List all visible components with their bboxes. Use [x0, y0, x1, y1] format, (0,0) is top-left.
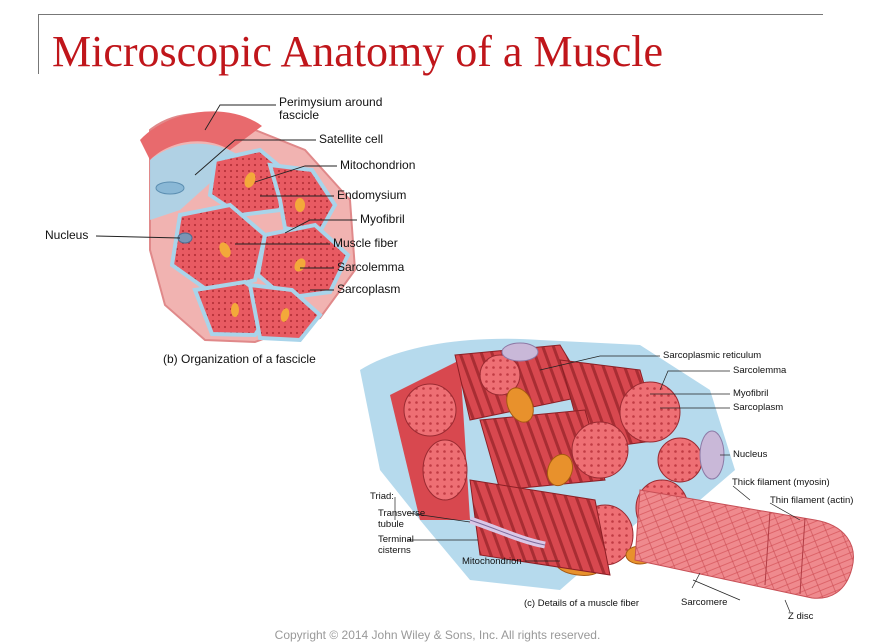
label-nucleus: Nucleus [45, 228, 89, 242]
label-sarcoplasmic-reticulum: Sarcoplasmic reticulum [663, 350, 762, 361]
fascicle-leader-lines [95, 104, 357, 291]
label-satellite-cell: Satellite cell [319, 132, 384, 146]
label-fiber-nucleus: Nucleus [733, 449, 768, 460]
caption-fascicle: (b) Organization of a fascicle [163, 352, 316, 366]
label-fiber-myofibril: Myofibril [733, 388, 769, 399]
fascicle-illustration [140, 111, 357, 344]
label-endomysium: Endomysium [337, 188, 407, 202]
label-transverse-tubule: Transverse [378, 508, 426, 519]
label-sarcolemma: Sarcolemma [337, 260, 405, 274]
label-terminal-cisterns-line2: cisterns [378, 545, 411, 556]
label-perimysium-line2: fascicle [279, 108, 320, 122]
copyright-footer: Copyright © 2014 John Wiley & Sons, Inc.… [274, 628, 601, 642]
slide-frame-left [38, 14, 39, 74]
label-triad: Triad: [370, 491, 394, 502]
label-thick-filament: Thick filament (myosin) [732, 477, 830, 488]
label-sarcomere: Sarcomere [681, 597, 728, 608]
label-thin-filament: Thin filament (actin) [770, 495, 854, 506]
label-myofibril: Myofibril [360, 212, 405, 226]
label-fiber-sarcolemma: Sarcolemma [733, 365, 787, 376]
label-perimysium: Perimysium around [279, 95, 383, 109]
fiber-leader-lines [394, 355, 801, 613]
label-muscle-fiber: Muscle fiber [333, 236, 398, 250]
label-fiber-sarcoplasm: Sarcoplasm [733, 402, 784, 413]
slide-frame-top [38, 14, 823, 15]
label-sarcoplasm: Sarcoplasm [337, 282, 401, 296]
slide-title: Microscopic Anatomy of a Muscle [52, 27, 663, 76]
fiber-detail-illustration [360, 338, 854, 599]
label-z-disc: Z disc [788, 611, 814, 622]
label-mitochondrion: Mitochondrion [340, 158, 416, 172]
label-fiber-mitochondrion: Mitochondrion [462, 556, 522, 567]
label-terminal-cisterns: Terminal [378, 534, 414, 545]
label-transverse-tubule-line2: tubule [378, 519, 404, 530]
caption-fiber-detail: (c) Details of a muscle fiber [524, 598, 640, 609]
